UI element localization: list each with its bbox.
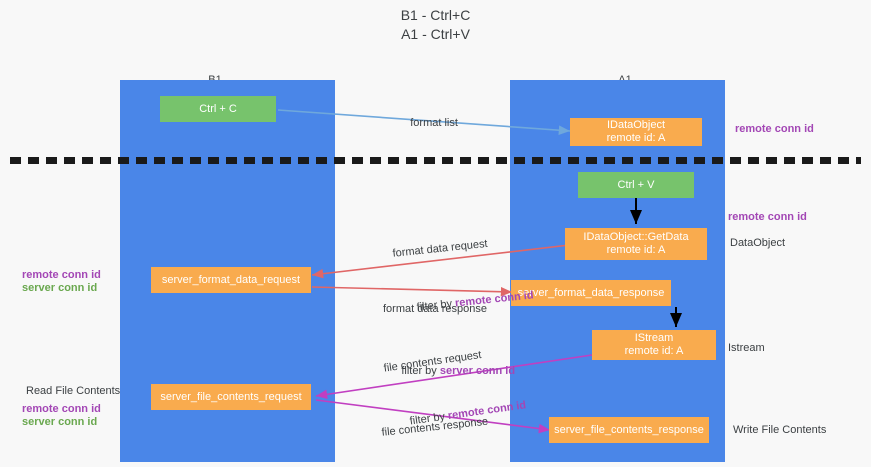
- annotation-right-write-file-contents: Write File Contents: [733, 424, 827, 436]
- node-getdata-label: IDataObject::GetData: [583, 231, 689, 243]
- edge-label-format-data-request-line1: format data request: [392, 237, 489, 260]
- node-istream-label: IStream: [634, 332, 674, 344]
- section-divider: [10, 157, 861, 164]
- page-title: B1 - Ctrl+C A1 - Ctrl+V: [400, 7, 471, 42]
- node-server-format-data-request-label: server_format_data_request: [161, 273, 301, 286]
- edge-label-format-data-response-line2: filter by server conn id: [383, 350, 515, 392]
- node-ctrl-c-label: Ctrl + C: [199, 102, 237, 115]
- node-server-format-data-response-label: server_format_data_response: [517, 286, 665, 299]
- node-istream-sublabel: remote id: A: [624, 345, 684, 357]
- annotation-right-istream: Istream: [728, 342, 765, 354]
- edge-label-format-list: format list: [398, 102, 458, 144]
- node-idataobject-sublabel: remote id: A: [606, 132, 666, 144]
- node-server-format-data-response[interactable]: server_format_data_response: [511, 280, 671, 306]
- annotation-left-read-file-contents: Read File Contents: [26, 385, 121, 397]
- edge-label-file-contents-request-line1: file contents request: [383, 349, 483, 375]
- node-getdata-sublabel: remote id: A: [606, 244, 666, 256]
- edge-label-file-contents-response-line1: file contents response: [381, 415, 489, 439]
- node-ctrl-c[interactable]: Ctrl + C: [160, 96, 276, 122]
- annotation-right-remote-conn-id-1: remote conn id: [735, 123, 814, 135]
- annotation-right-dataobject: DataObject: [730, 237, 786, 249]
- edge-label-format-data-response-prefix: filter by: [401, 365, 440, 377]
- edge-label-file-contents-response-line2: filter by server conn id: [386, 458, 522, 467]
- node-server-file-contents-response[interactable]: server_file_contents_response: [549, 417, 709, 443]
- node-server-file-contents-request[interactable]: server_file_contents_request: [151, 384, 311, 410]
- edge-label-format-data-response-line1: format data response: [383, 303, 487, 315]
- edge-label-format-data-response: format data response filter by server co…: [383, 274, 515, 420]
- annotation-right-remote-conn-id-2: remote conn id: [728, 211, 807, 223]
- edge-label-format-list-text: format list: [410, 117, 458, 129]
- node-server-file-contents-request-label: server_file_contents_request: [160, 390, 302, 403]
- edge-label-file-contents-response: file contents response filter by server …: [378, 384, 524, 467]
- annotation-left-server-conn-id-1: server conn id: [22, 282, 98, 294]
- edge-label-format-data-response-key: server conn id: [439, 365, 516, 377]
- node-idataobject-getdata[interactable]: IDataObject::GetData remote id: A: [565, 228, 707, 260]
- annotation-left-server-conn-id-2: server conn id: [22, 416, 98, 428]
- node-ctrl-v-label: Ctrl + V: [617, 178, 655, 191]
- node-server-file-contents-response-label: server_file_contents_response: [554, 423, 704, 436]
- node-idataobject-label: IDataObject: [606, 119, 666, 131]
- node-idataobject[interactable]: IDataObject remote id: A: [570, 118, 702, 146]
- annotation-left-remote-conn-id-2: remote conn id: [22, 403, 101, 415]
- node-istream[interactable]: IStream remote id: A: [592, 330, 716, 360]
- node-server-format-data-request[interactable]: server_format_data_request: [151, 267, 311, 293]
- annotation-left-remote-conn-id-1: remote conn id: [22, 269, 101, 281]
- node-ctrl-v[interactable]: Ctrl + V: [578, 172, 694, 198]
